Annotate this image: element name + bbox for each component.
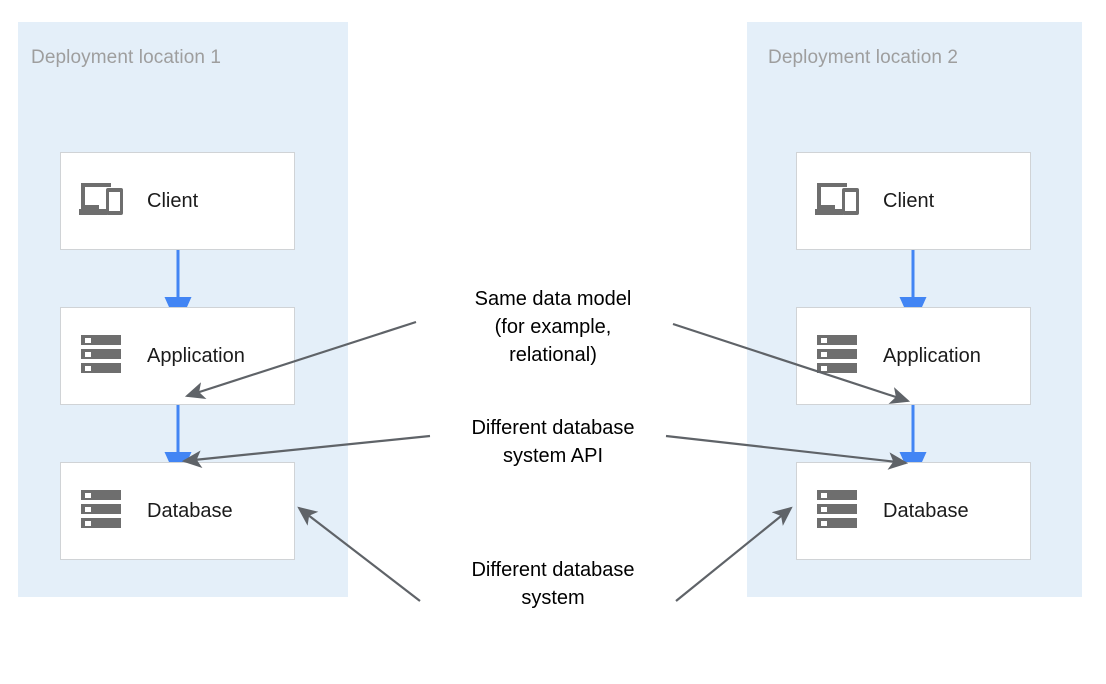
server-stack-icon	[79, 488, 127, 535]
node-client-2-label: Client	[883, 189, 935, 212]
node-client-1[interactable]: Client	[60, 152, 295, 250]
node-database-2-label: Database	[883, 499, 969, 522]
node-application-2-label: Application	[883, 344, 981, 367]
callout-different-database-system-api: Different database system API	[471, 417, 635, 467]
node-application-2[interactable]: Application	[796, 307, 1031, 405]
node-application-1-label: Application	[147, 344, 245, 367]
server-stack-icon	[815, 488, 863, 535]
server-stack-icon	[79, 333, 127, 380]
node-database-1[interactable]: Database	[60, 462, 295, 560]
node-database-2[interactable]: Database	[796, 462, 1031, 560]
devices-icon	[79, 179, 127, 224]
callout-same-data-model: Same data model (for example, relational…	[474, 288, 632, 366]
node-client-1-label: Client	[147, 189, 199, 212]
callout-different-database-system: Different database system	[471, 559, 635, 609]
deployment-zone-1-title: Deployment location 1	[31, 47, 222, 68]
node-client-2[interactable]: Client	[796, 152, 1031, 250]
deployment-zone-2-title: Deployment location 2	[768, 47, 959, 68]
node-application-1[interactable]: Application	[60, 307, 295, 405]
devices-icon	[815, 179, 863, 224]
node-database-1-label: Database	[147, 499, 233, 522]
server-stack-icon	[815, 333, 863, 380]
